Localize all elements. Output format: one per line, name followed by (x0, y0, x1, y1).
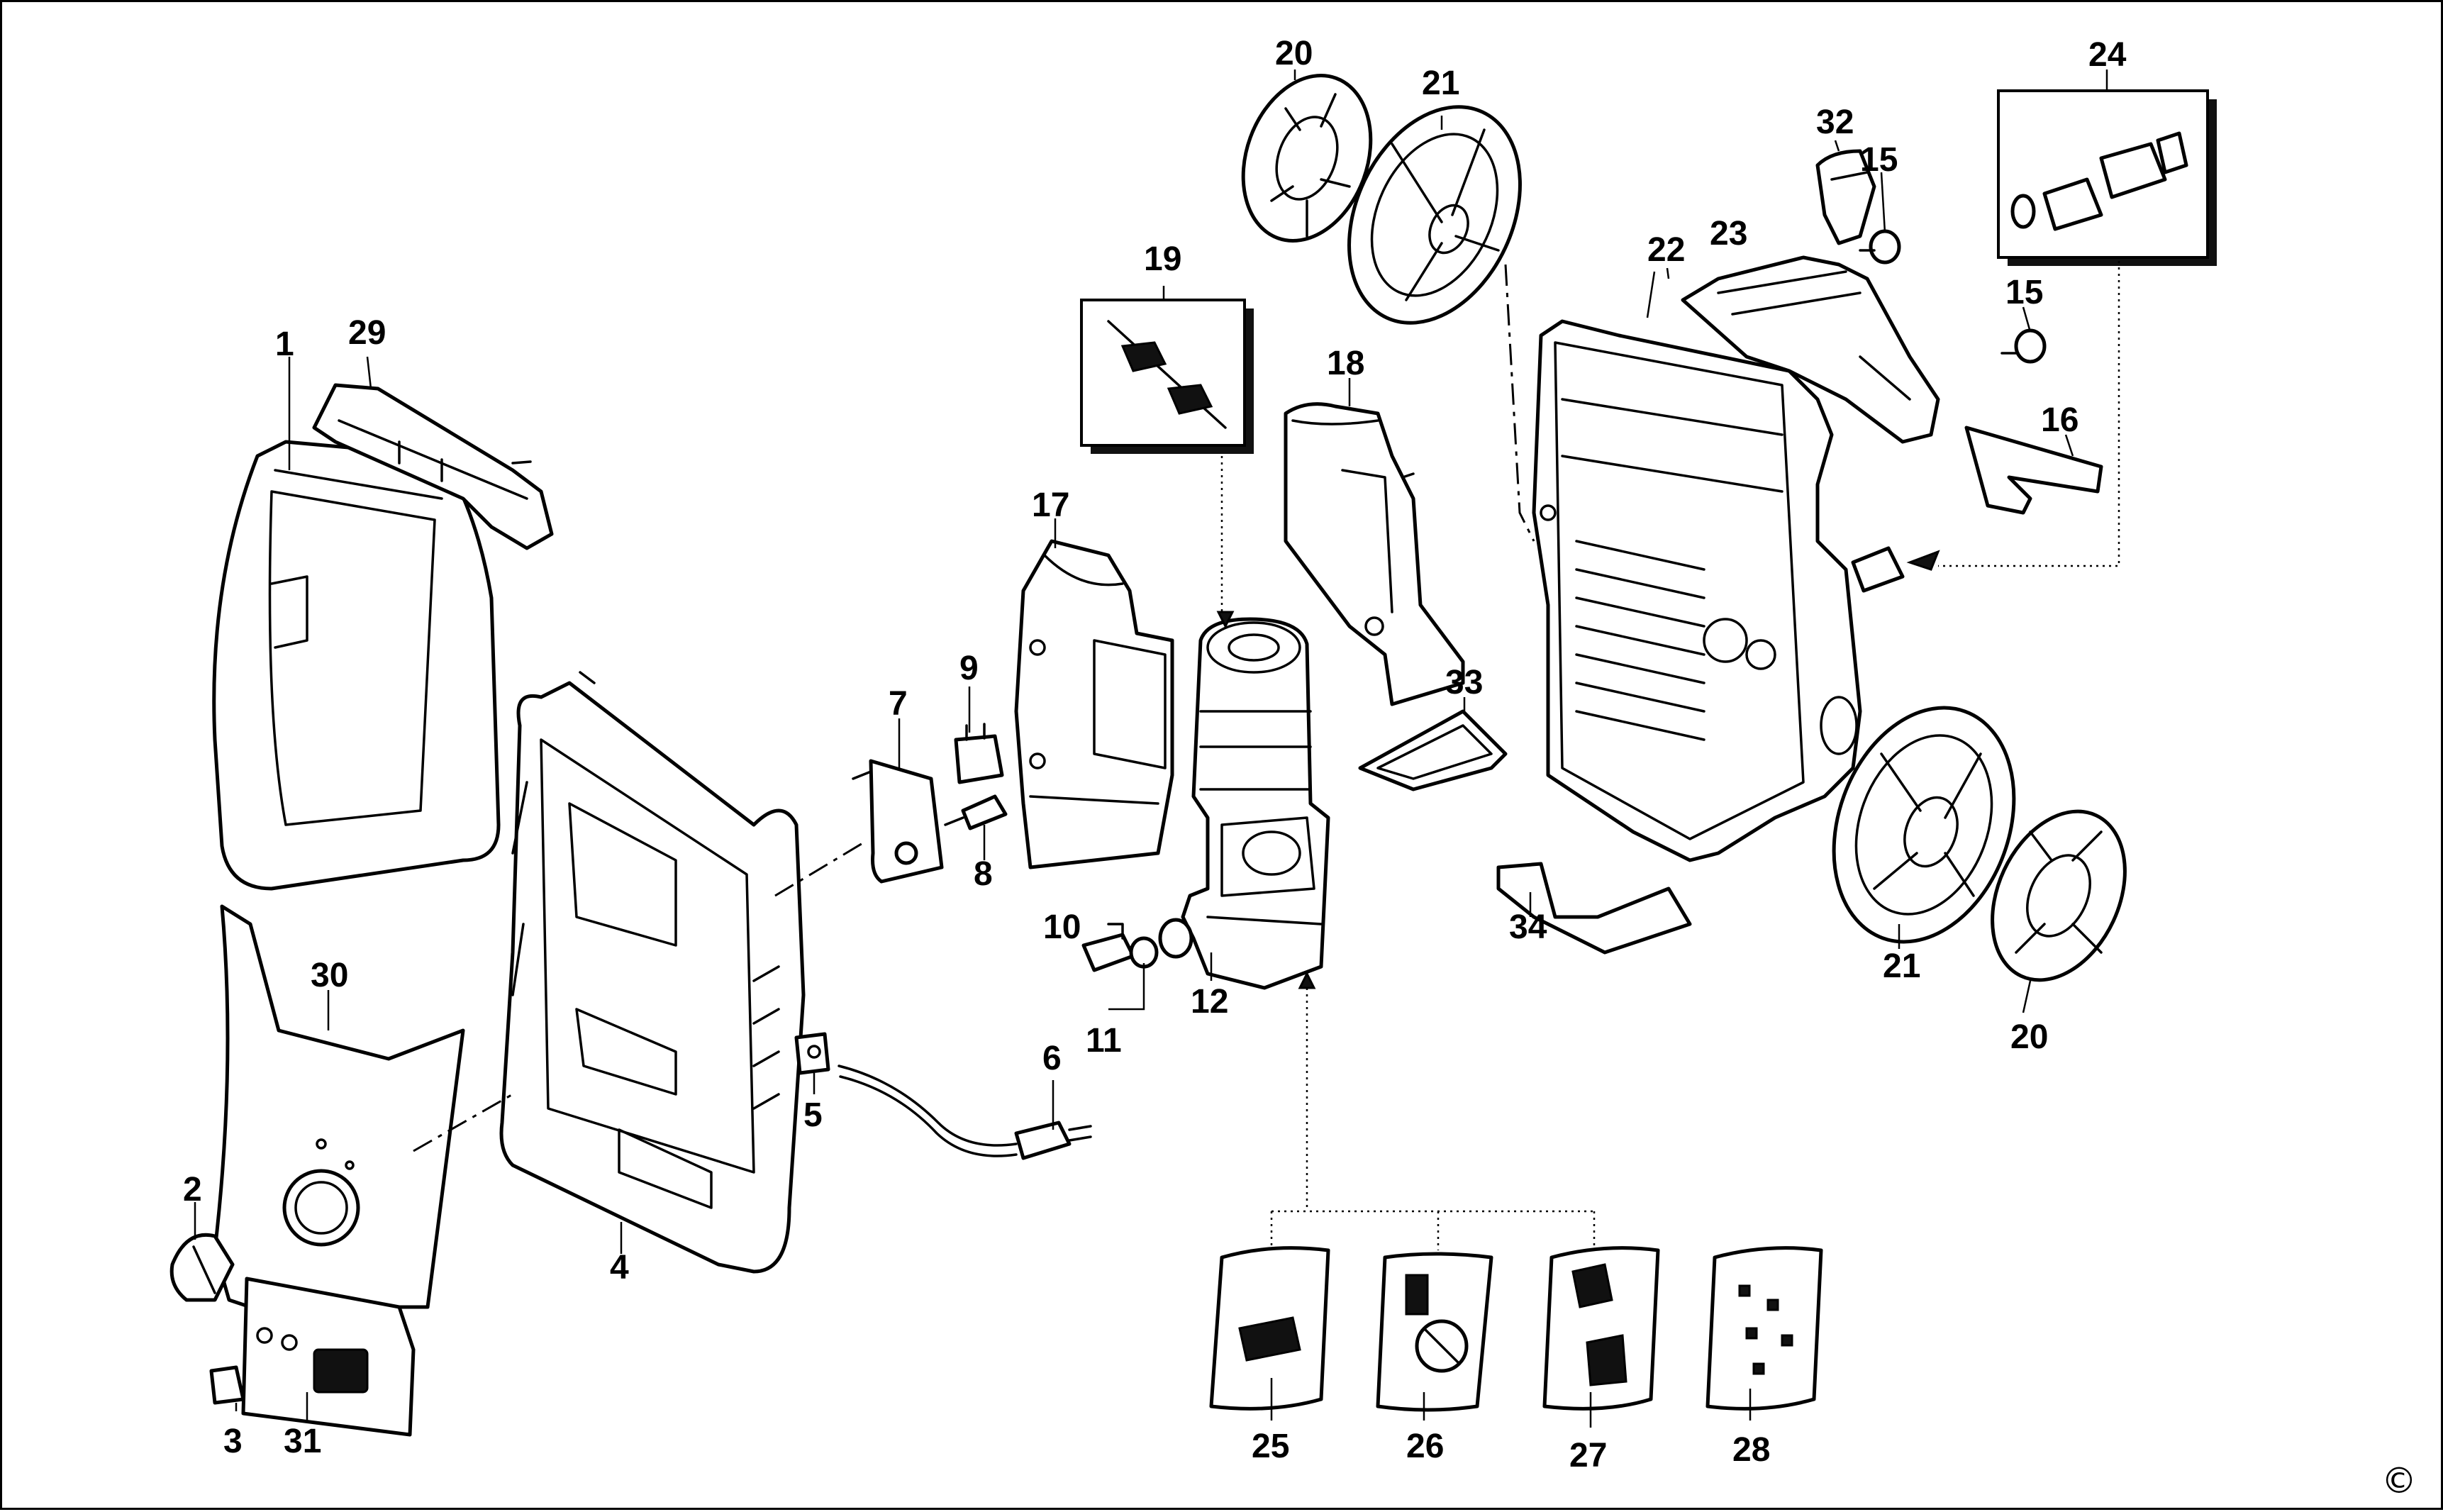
callout-label: 21 (1883, 947, 1920, 985)
callout-label: 18 (1327, 345, 1364, 382)
callout-label: 7 (889, 685, 908, 723)
callout-label: 30 (311, 957, 348, 994)
callout-label: 24 (2088, 36, 2127, 74)
leader-lines (194, 70, 2108, 1428)
part-6-power-cable (837, 1064, 1092, 1160)
callout-label: 2 (183, 1171, 202, 1208)
part-18-pump-cover (1284, 402, 1465, 706)
part-12-motor-pump (1181, 617, 1330, 990)
part-7-switch-plate (852, 759, 944, 884)
part-3-clip (209, 1365, 245, 1405)
callout-label: 32 (1816, 104, 1854, 141)
callout-label: 1 (275, 326, 294, 363)
part-2-knob (169, 1233, 235, 1302)
callout-label: 27 (1569, 1437, 1607, 1474)
part-16-strip (1964, 426, 2103, 515)
part-34-gasket (1496, 862, 1692, 955)
part-19-carbon-brushes (1080, 299, 1254, 454)
part-8-connector (944, 794, 1008, 830)
part-22-main-body (1532, 319, 1862, 862)
callout-label: 6 (1042, 1040, 1062, 1077)
part-32-cable-hook (1815, 149, 1876, 245)
callout-label: 16 (2041, 401, 2079, 439)
callout-label: 29 (348, 314, 386, 352)
callout-label: 4 (610, 1249, 629, 1286)
part-4-front-frame (499, 671, 806, 1274)
part-15-screw-lower (2000, 328, 2047, 364)
callout-label: 28 (1732, 1431, 1770, 1469)
callout-label: 22 (1647, 231, 1685, 269)
callout-label: 20 (2010, 1018, 2048, 1056)
part-29-handle (312, 383, 554, 550)
part-5-cable-clamp (794, 1032, 830, 1075)
callout-label: 5 (803, 1096, 823, 1134)
inlet-fitting (1851, 546, 1940, 593)
callout-label: 20 (1275, 35, 1313, 72)
callout-labels: 1 2 3 4 5 6 7 8 9 10 11 12 15 15 16 17 1… (183, 35, 2417, 1501)
part-1-upper-cover (212, 440, 501, 891)
callout-label: 21 (1422, 65, 1459, 102)
part-15-screw-upper (1859, 229, 1901, 265)
callout-label: 10 (1043, 908, 1081, 946)
callout-label: 17 (1032, 487, 1069, 524)
callout-label: 25 (1252, 1428, 1289, 1465)
callout-label: 19 (1144, 240, 1181, 278)
callout-label: 15 (1860, 141, 1898, 179)
part-9-switch (954, 723, 1004, 784)
callout-label: 34 (1509, 908, 1547, 946)
callout-label: 12 (1191, 983, 1228, 1021)
callout-label: 9 (959, 650, 979, 687)
callout-label: 3 (223, 1423, 243, 1460)
callout-label: 15 (2005, 274, 2043, 311)
callout-label: 26 (1406, 1428, 1444, 1465)
part-24-hose-connector (1997, 89, 2217, 266)
kit-28-bag (1705, 1246, 1823, 1411)
copyright-mark: © (2381, 1460, 2417, 1501)
kit-25-bag (1209, 1246, 1330, 1411)
part-23-hose-holder (1681, 255, 1940, 444)
part-10-11-valve-fitting (1081, 918, 1193, 972)
callout-label: 8 (974, 855, 993, 893)
callout-label: 31 (284, 1423, 321, 1460)
part-33-gasket (1358, 709, 1508, 791)
callout-label: 23 (1710, 215, 1747, 252)
part-30-lower-cover (213, 904, 465, 1309)
part-21-wheel-bottom (1832, 706, 2016, 944)
callout-label: 11 (1086, 1022, 1122, 1060)
part-21-wheel-top (1347, 105, 1522, 325)
connector-lines (413, 261, 2120, 1250)
part-31-control-panel (241, 1277, 416, 1437)
callout-label: 33 (1445, 664, 1483, 701)
kit-26-bag (1376, 1252, 1493, 1412)
part-20-hubcap-bottom (1991, 809, 2127, 982)
part-17-motor-housing (1014, 539, 1174, 869)
kit-27-bag (1542, 1246, 1660, 1411)
